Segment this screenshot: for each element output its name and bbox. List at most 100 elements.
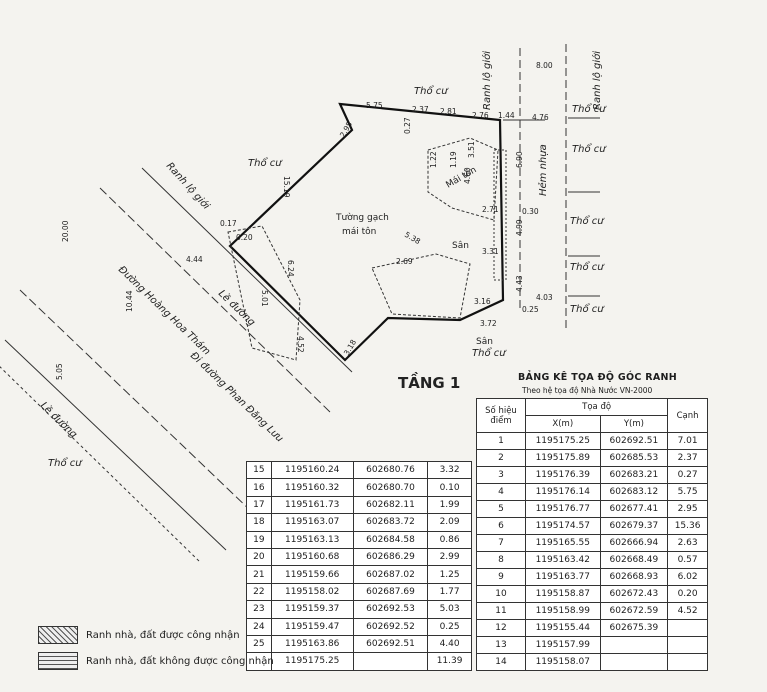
table-cell: 1195163.77	[525, 568, 601, 586]
table-cell: 21	[246, 565, 272, 584]
header-y: Y(m)	[599, 415, 669, 433]
table-cell: 11	[476, 602, 526, 620]
dim-label: 0.20	[236, 233, 253, 242]
table-cell: 5.75	[667, 483, 708, 501]
table-cell: 602668.93	[599, 568, 669, 586]
table-cell: 7.01	[667, 432, 708, 450]
table-cell: 1195163.13	[270, 530, 354, 549]
inner-building	[227, 225, 301, 361]
dim-label: 4.52	[296, 336, 305, 353]
road-boundary-line	[99, 187, 331, 413]
table-cell	[667, 636, 708, 654]
table-cell: 4.52	[667, 602, 708, 620]
table-cell: 0.57	[667, 551, 708, 569]
table-cell: 1195158.07	[525, 653, 601, 671]
table-cell: 6	[476, 517, 526, 535]
table-cell: 2.99	[427, 547, 472, 567]
label-tuong-gach: Tường gạch	[335, 212, 389, 223]
table-cell: 1195159.66	[270, 565, 354, 584]
table-cell: 602692.51	[599, 432, 669, 450]
table-cell: 4.40	[427, 634, 472, 654]
legend-swatch	[38, 652, 78, 670]
table-title: BẢNG KÊ TỌA ĐỘ GÓC RANH	[518, 372, 677, 383]
table-cell: 0.25	[427, 617, 472, 636]
dim-label: 2.76	[472, 111, 489, 120]
table-cell: 2.09	[427, 513, 472, 532]
wall-hatch	[493, 149, 507, 281]
dim-label: 5.38	[403, 230, 422, 246]
dim-label: 20.00	[61, 220, 70, 242]
table-cell: 602680.70	[352, 478, 429, 497]
table-cell: 9	[476, 568, 526, 586]
table-cell: 0.86	[427, 530, 472, 549]
table-cell: 602692.53	[352, 600, 429, 619]
table-cell: 602666.94	[599, 534, 669, 552]
table-cell: 0.27	[667, 466, 708, 484]
table-cell: 7	[476, 534, 526, 552]
label-tho-cu: Thổ cư	[570, 260, 605, 273]
table-cell: 2.63	[667, 534, 708, 552]
dim-label: 3.31	[482, 247, 499, 256]
table-cell: 1195175.25	[525, 432, 601, 450]
inner-building	[427, 137, 499, 221]
table-cell: 22	[246, 582, 272, 602]
table-cell: 602692.51	[352, 634, 429, 654]
table-cell: 19	[246, 530, 272, 549]
table-cell: 1195175.89	[525, 449, 601, 467]
label-tho-cu: Thổ cư	[48, 456, 83, 469]
dim-label: 10.44	[125, 290, 134, 312]
label-mai-ton: mái tôn	[342, 226, 376, 237]
table-cell: 602672.59	[599, 602, 669, 620]
dim-label: 2.81	[440, 107, 457, 116]
table-cell: 1	[476, 432, 526, 450]
table-cell: 1195161.73	[270, 495, 354, 515]
table-cell: 15	[246, 460, 272, 480]
dim-label: 6.90	[515, 151, 524, 168]
table-cell: 1195163.86	[270, 634, 354, 654]
table-cell	[599, 636, 669, 654]
dim-label: 4.44	[186, 255, 203, 264]
table-cell: 1195176.14	[525, 483, 601, 501]
table-cell: 4	[476, 483, 526, 501]
dim-label: 1.44	[498, 111, 515, 120]
table-cell: 1195159.47	[270, 617, 354, 636]
table-cell: 602687.02	[352, 565, 429, 584]
table-cell: 1.25	[427, 565, 472, 584]
table-cell: 3.32	[427, 460, 472, 480]
road-boundary-line	[141, 167, 353, 373]
table-cell: 602682.11	[352, 495, 429, 515]
legend-item: Ranh nhà, đất được công nhận	[38, 622, 274, 648]
header-coord: Tọa độ	[524, 398, 669, 416]
table-cell: 602683.12	[599, 483, 669, 501]
table-cell: 2.37	[667, 449, 708, 467]
dim-label: 4.03	[536, 293, 553, 302]
table-cell: 3	[476, 466, 526, 484]
dim-label: 3.18	[342, 338, 358, 357]
label-hem-nhua: Hẻm nhựa	[537, 144, 549, 196]
dim-label: 0.17	[220, 219, 237, 228]
label-ranh-lo-gioi: Ranh lộ giới	[591, 51, 603, 110]
table-cell: 1195160.68	[270, 547, 354, 567]
inner-building	[371, 253, 471, 319]
table-cell: 1195157.99	[525, 636, 601, 654]
table-cell	[599, 653, 669, 671]
dim-label: 3.51	[467, 141, 476, 158]
dim-label: 0.27	[403, 117, 412, 134]
label-ranh-lo-gioi: Ranh lộ giới	[164, 160, 213, 212]
label-le-duong: Lề đường	[216, 288, 258, 329]
table-cell	[667, 619, 708, 637]
table-cell: 1195159.37	[270, 600, 354, 619]
table-cell: 1195174.57	[525, 517, 601, 535]
road-boundary-line	[0, 366, 201, 563]
legend-label: Ranh nhà, đất được công nhận	[86, 629, 240, 641]
dim-label: 8.00	[536, 61, 553, 70]
dim-label: 4.43	[515, 275, 524, 292]
floor-title: TẦNG 1	[398, 371, 460, 392]
